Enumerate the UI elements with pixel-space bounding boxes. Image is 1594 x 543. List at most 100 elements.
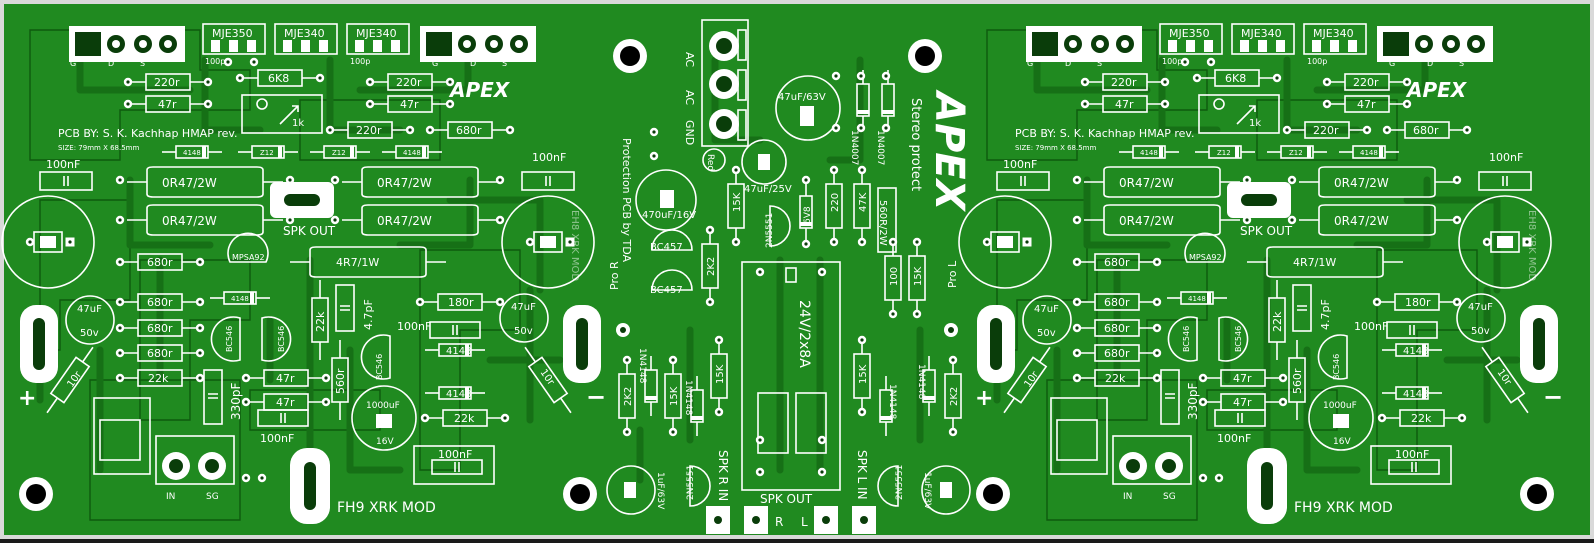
thermal-sensor-outline — [93, 397, 151, 475]
spk-out-label: SPK OUT — [283, 224, 336, 238]
r-220-label: 220 — [830, 193, 841, 212]
d1n4148-label-a: 1N4148 — [637, 348, 647, 384]
cap-47uf-25v: 47uF/25V — [741, 139, 792, 195]
transistor-label-3: MJE340 — [356, 27, 397, 40]
r-680r-label-d: 680r — [147, 322, 173, 335]
diode-label-c: Z12 — [332, 149, 346, 157]
cap-50v-label-right: 50v — [514, 326, 533, 337]
transistor-bc457-b: BC457 — [650, 269, 693, 296]
pro-r-label: Pro R — [608, 261, 621, 290]
cap-1uf-right: 1uF/63V — [921, 465, 971, 515]
r-680r-label-c: 680r — [147, 296, 173, 309]
protection-label: Protection PCB by TDA — [620, 138, 633, 262]
d1n4148-label-c: 1N4148 — [887, 384, 897, 420]
cap-1u-label-b: 1uF/63V — [922, 472, 932, 510]
d1n4148-label-b: 1N4148 — [683, 380, 693, 416]
r-680r-label-e: 680r — [147, 347, 173, 360]
transistor-bc546-b: BC546 — [261, 316, 292, 362]
driver-transistor-3: MJE340 — [346, 23, 410, 55]
r-22k-vert-label: 22k — [314, 311, 327, 332]
bc546-label-c: BC546 — [375, 354, 384, 380]
cap-47u25-label: 47uF/25V — [744, 184, 792, 195]
tr-2n5551-label-a: 2N5551 — [765, 213, 775, 248]
r-560r2w-label: 560R/2W — [877, 200, 888, 246]
speaker-out-pad: SPK OUT — [270, 182, 336, 238]
d1n4007-label-a: 1N4007 — [849, 130, 859, 165]
cap-1u-label-a: 1uF/63V — [655, 472, 665, 510]
spk-l-label: L — [801, 515, 808, 529]
emitter-r-label-1: 0R47/2W — [162, 176, 217, 190]
cap-1000uf: 1000uF 16V — [351, 385, 417, 451]
stereo-protect-label: Stereo protect — [908, 98, 923, 191]
r-220r-label-b: 220r — [396, 76, 422, 89]
cap-47u63-label: 47uF/63V — [778, 92, 826, 103]
cap-100nf-label-c: 100nF — [397, 320, 431, 333]
cap-47uf-label-left: 47uF — [77, 304, 102, 315]
diode-label-a: 4148 — [183, 149, 201, 157]
r-22k-label-b: 22k — [454, 412, 475, 425]
diode-label-e: 4148 — [231, 295, 249, 303]
cap-330pf-label: 330pF — [229, 382, 243, 420]
r-560r-label: 560r — [334, 368, 347, 394]
d1n4148-label-d: 1N4148 — [916, 364, 926, 400]
cap-47uf-right: 47uF 50v — [499, 293, 549, 343]
r-180r-label: 180r — [448, 296, 474, 309]
gnd-label: GND — [292, 469, 305, 494]
cap-50v-label-left: 50v — [80, 328, 99, 339]
input-in-label: IN — [166, 492, 175, 502]
transistor-2n5551-b: 2N5551 — [686, 465, 711, 507]
fet-pin-s-2: S — [502, 59, 507, 68]
amplifier-channel-left: G D S G D S MJE350 MJE340 MJE340 10 — [1, 23, 606, 524]
r-2k2-label-b: 2K2 — [623, 387, 634, 406]
r-15k-label-c: 15K — [669, 386, 680, 406]
cap-1uf-left: 1uF/63V — [606, 465, 665, 515]
cap-47uf-63v: 47uF/63V — [775, 75, 841, 141]
r-47r-label-b: 47r — [400, 98, 419, 111]
emitter-r-label-3: 0R47/2W — [377, 176, 432, 190]
spk-r-label: R — [775, 515, 783, 529]
fet-pin-g: G — [70, 59, 76, 68]
plus-sign: + — [18, 386, 36, 411]
pro-l-label: Pro L — [946, 260, 959, 288]
fet-pin-g-2: G — [432, 59, 438, 68]
transistor-2n5551-c: 2N5551 — [877, 465, 905, 507]
cap-470u-label: 470uF/16V — [642, 210, 696, 221]
ac-label-1: AC — [683, 52, 696, 67]
cap-100p-label-2: 100p — [350, 57, 370, 66]
transistor-label-1: MJE350 — [212, 27, 253, 40]
r-47k-label: 47K — [858, 192, 869, 212]
mount-hole-bottom-mid-right — [976, 477, 1010, 511]
trimmer-1k: 1k — [241, 94, 323, 134]
cap-47uf-label-right: 47uF — [511, 302, 536, 313]
supply-slot-right — [563, 305, 601, 383]
r-680r-label-b: 680r — [147, 256, 173, 269]
diode-label-d: 4148 — [403, 149, 421, 157]
bc546-label-a: BC546 — [225, 326, 234, 352]
cap-100nf-label-d: 100nF — [260, 432, 294, 445]
fet-pin-d-2: D — [470, 59, 476, 68]
r-15k-label-a: 15K — [732, 192, 743, 212]
apex-logo-big: APEX — [926, 89, 972, 213]
big-electrolytic-right: EH8 XRK MOD — [501, 195, 595, 289]
cap-4-7pf-label: 4.7pF — [362, 299, 375, 330]
tr-2n5551-label-c: 2N5551 — [895, 465, 905, 500]
bc457-label-a: BC457 — [650, 242, 683, 253]
relay-label: 24V/2x8A — [796, 300, 812, 368]
driver-transistor-1: MJE350 — [202, 23, 266, 55]
r-15k-label-b: 15K — [913, 266, 924, 286]
diode-label-g: 4148 — [446, 389, 471, 400]
r-4r7-label: 4R7/1W — [336, 256, 379, 269]
diode-label-f: 4148 — [446, 346, 471, 357]
mount-hole-bottom-mid-left — [563, 477, 597, 511]
transistor-mpsa92: MPSA92 — [227, 232, 269, 263]
mosfet-g-d-s-right — [420, 26, 536, 62]
mpsa92-label: MPSA92 — [232, 253, 265, 262]
mount-hole-bottom-right — [1520, 477, 1554, 511]
apex-logo-small: APEX — [448, 78, 511, 102]
r-47r-label-c: 47r — [276, 372, 295, 385]
cap-47uf-left: 47uF 50v — [65, 295, 115, 345]
spk-l-in-label: SPK L IN — [855, 450, 869, 500]
cap-100nf-label-a: 100nF — [46, 158, 80, 171]
